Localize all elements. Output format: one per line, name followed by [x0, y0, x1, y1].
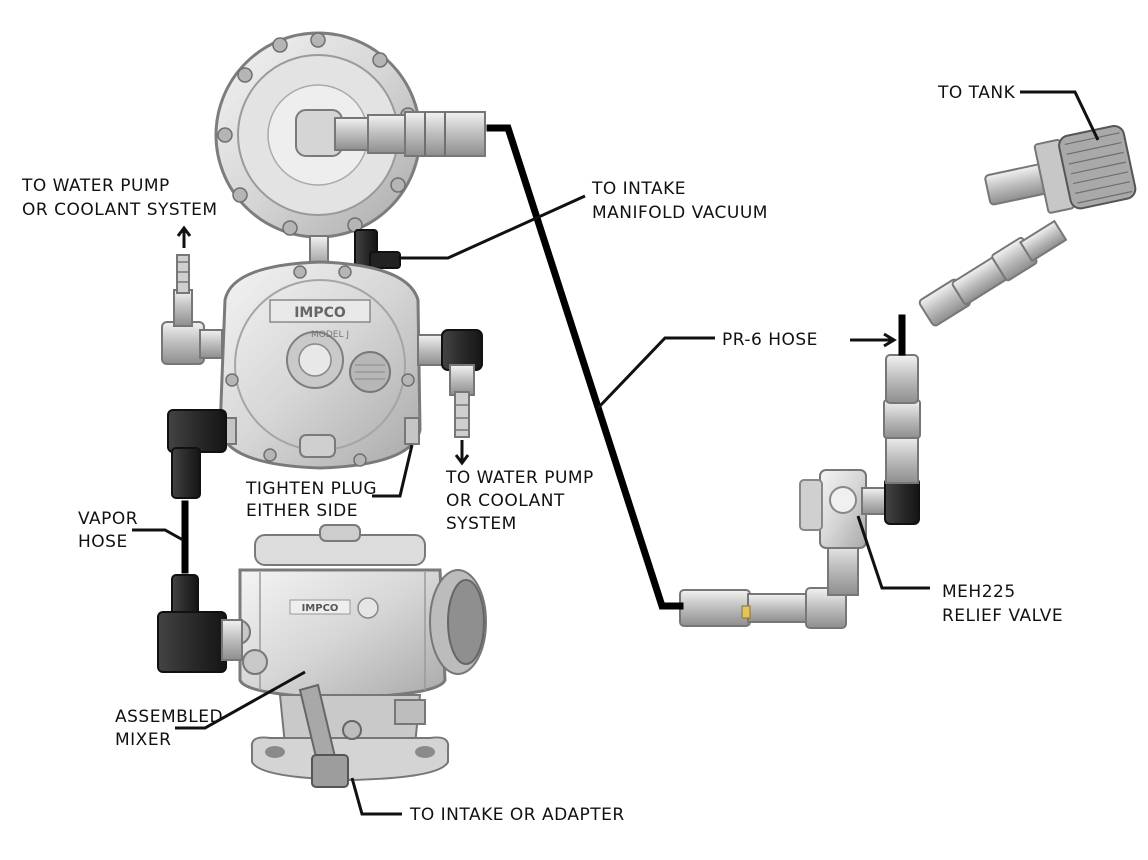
- regulator-bolts: [217, 32, 416, 236]
- label-assembled-mixer-line1: ASSEMBLED: [115, 707, 223, 727]
- label-intake-manifold-line2: MANIFOLD VACUUM: [592, 203, 768, 223]
- impco-model-j-regulator: IMPCO MODEL J: [161, 254, 483, 499]
- label-to-water-pump-lower-line3: SYSTEM: [446, 514, 517, 534]
- callout-labels: TO TANK TO WATER PUMP OR COOLANT SYSTEM …: [21, 83, 1063, 825]
- label-to-water-pump-lower-line2: OR COOLANT: [446, 491, 565, 511]
- regulator-model-plate: MODEL J: [311, 330, 349, 340]
- label-tighten-plug-line2: EITHER SIDE: [246, 501, 358, 521]
- label-to-water-pump-upper-line2: OR COOLANT SYSTEM: [22, 200, 217, 220]
- label-to-water-pump-lower-line1: TO WATER PUMP: [445, 468, 594, 488]
- label-assembled-mixer-line2: MIXER: [115, 730, 171, 750]
- mixer-brand-plate: IMPCO: [302, 603, 339, 614]
- label-to-water-pump-upper-line1: TO WATER PUMP: [21, 176, 170, 196]
- label-intake-manifold-line1: TO INTAKE: [591, 179, 686, 199]
- label-relief-valve-line2: RELIEF VALVE: [942, 606, 1063, 626]
- label-to-intake-or-adapter: TO INTAKE OR ADAPTER: [409, 805, 625, 825]
- hose-lines: [181, 124, 906, 610]
- assembled-mixer: IMPCO: [157, 524, 487, 788]
- regulator-brand-plate: IMPCO: [294, 305, 346, 321]
- label-pr6-hose: PR-6 HOSE: [722, 330, 818, 350]
- upper-regulator: [214, 31, 486, 273]
- label-vapor-hose-line2: HOSE: [78, 532, 128, 552]
- label-relief-valve-line1: MEH225: [942, 582, 1016, 602]
- label-to-tank: TO TANK: [937, 83, 1016, 103]
- pr6-hose-line: [486, 124, 684, 610]
- leader-lines: [132, 90, 1100, 816]
- pr6-hose-assembly: [679, 125, 1137, 629]
- label-vapor-hose-line1: VAPOR: [78, 509, 138, 529]
- label-tighten-plug-line1: TIGHTEN PLUG: [245, 479, 377, 499]
